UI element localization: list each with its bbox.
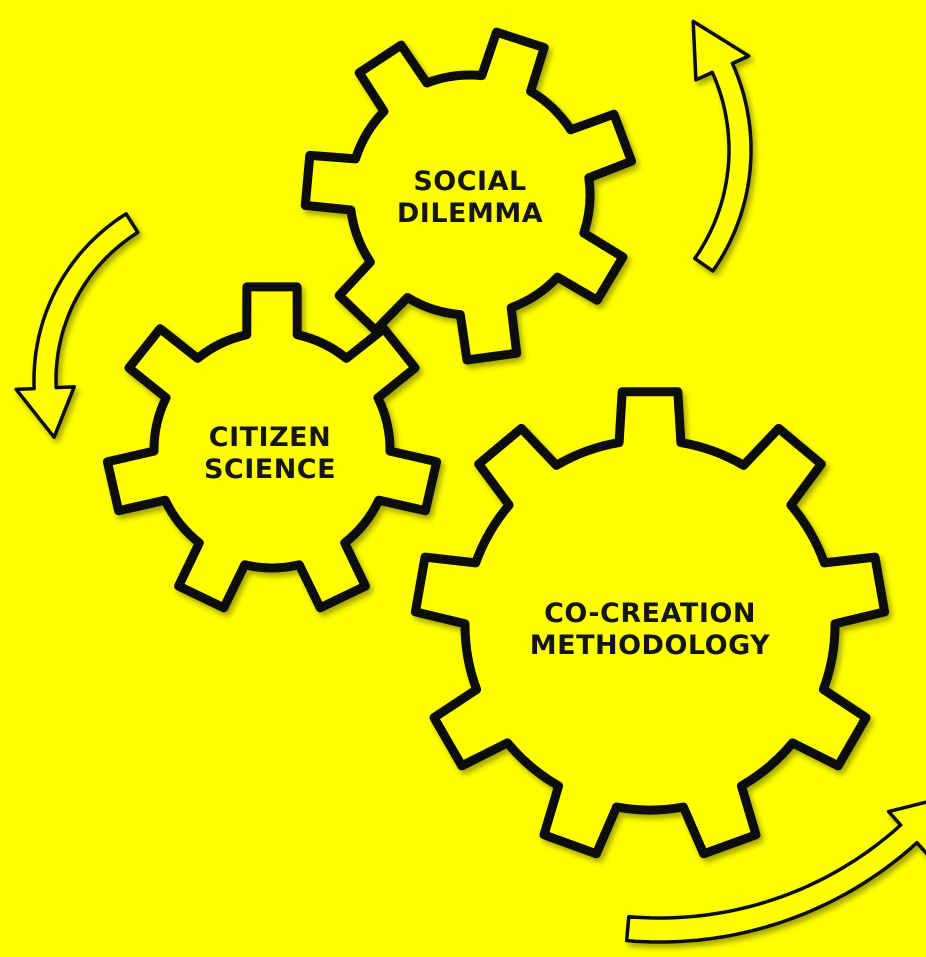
co-creation-line-2: METHODOLOGY <box>529 630 771 661</box>
curved-arrow-up-right-icon <box>624 800 926 944</box>
social-dilemma-line-2: DILEMMA <box>396 198 544 229</box>
social-dilemma-label: SOCIAL DILEMMA <box>370 166 570 230</box>
curved-arrow-down-icon <box>14 212 140 439</box>
curved-arrow-up-icon <box>691 19 753 273</box>
gear-co-creation-methodology <box>410 387 890 859</box>
citizen-science-line-2: SCIENCE <box>203 454 337 485</box>
gear-social-dilemma <box>300 27 636 365</box>
citizen-science-line-1: CITIZEN <box>208 422 332 453</box>
social-dilemma-line-1: SOCIAL <box>413 166 527 197</box>
gear-citizen-science <box>102 282 442 613</box>
citizen-science-label: CITIZEN SCIENCE <box>175 422 365 486</box>
co-creation-methodology-label: CO-CREATION METHODOLOGY <box>500 598 800 662</box>
co-creation-line-1: CO-CREATION <box>544 598 756 629</box>
